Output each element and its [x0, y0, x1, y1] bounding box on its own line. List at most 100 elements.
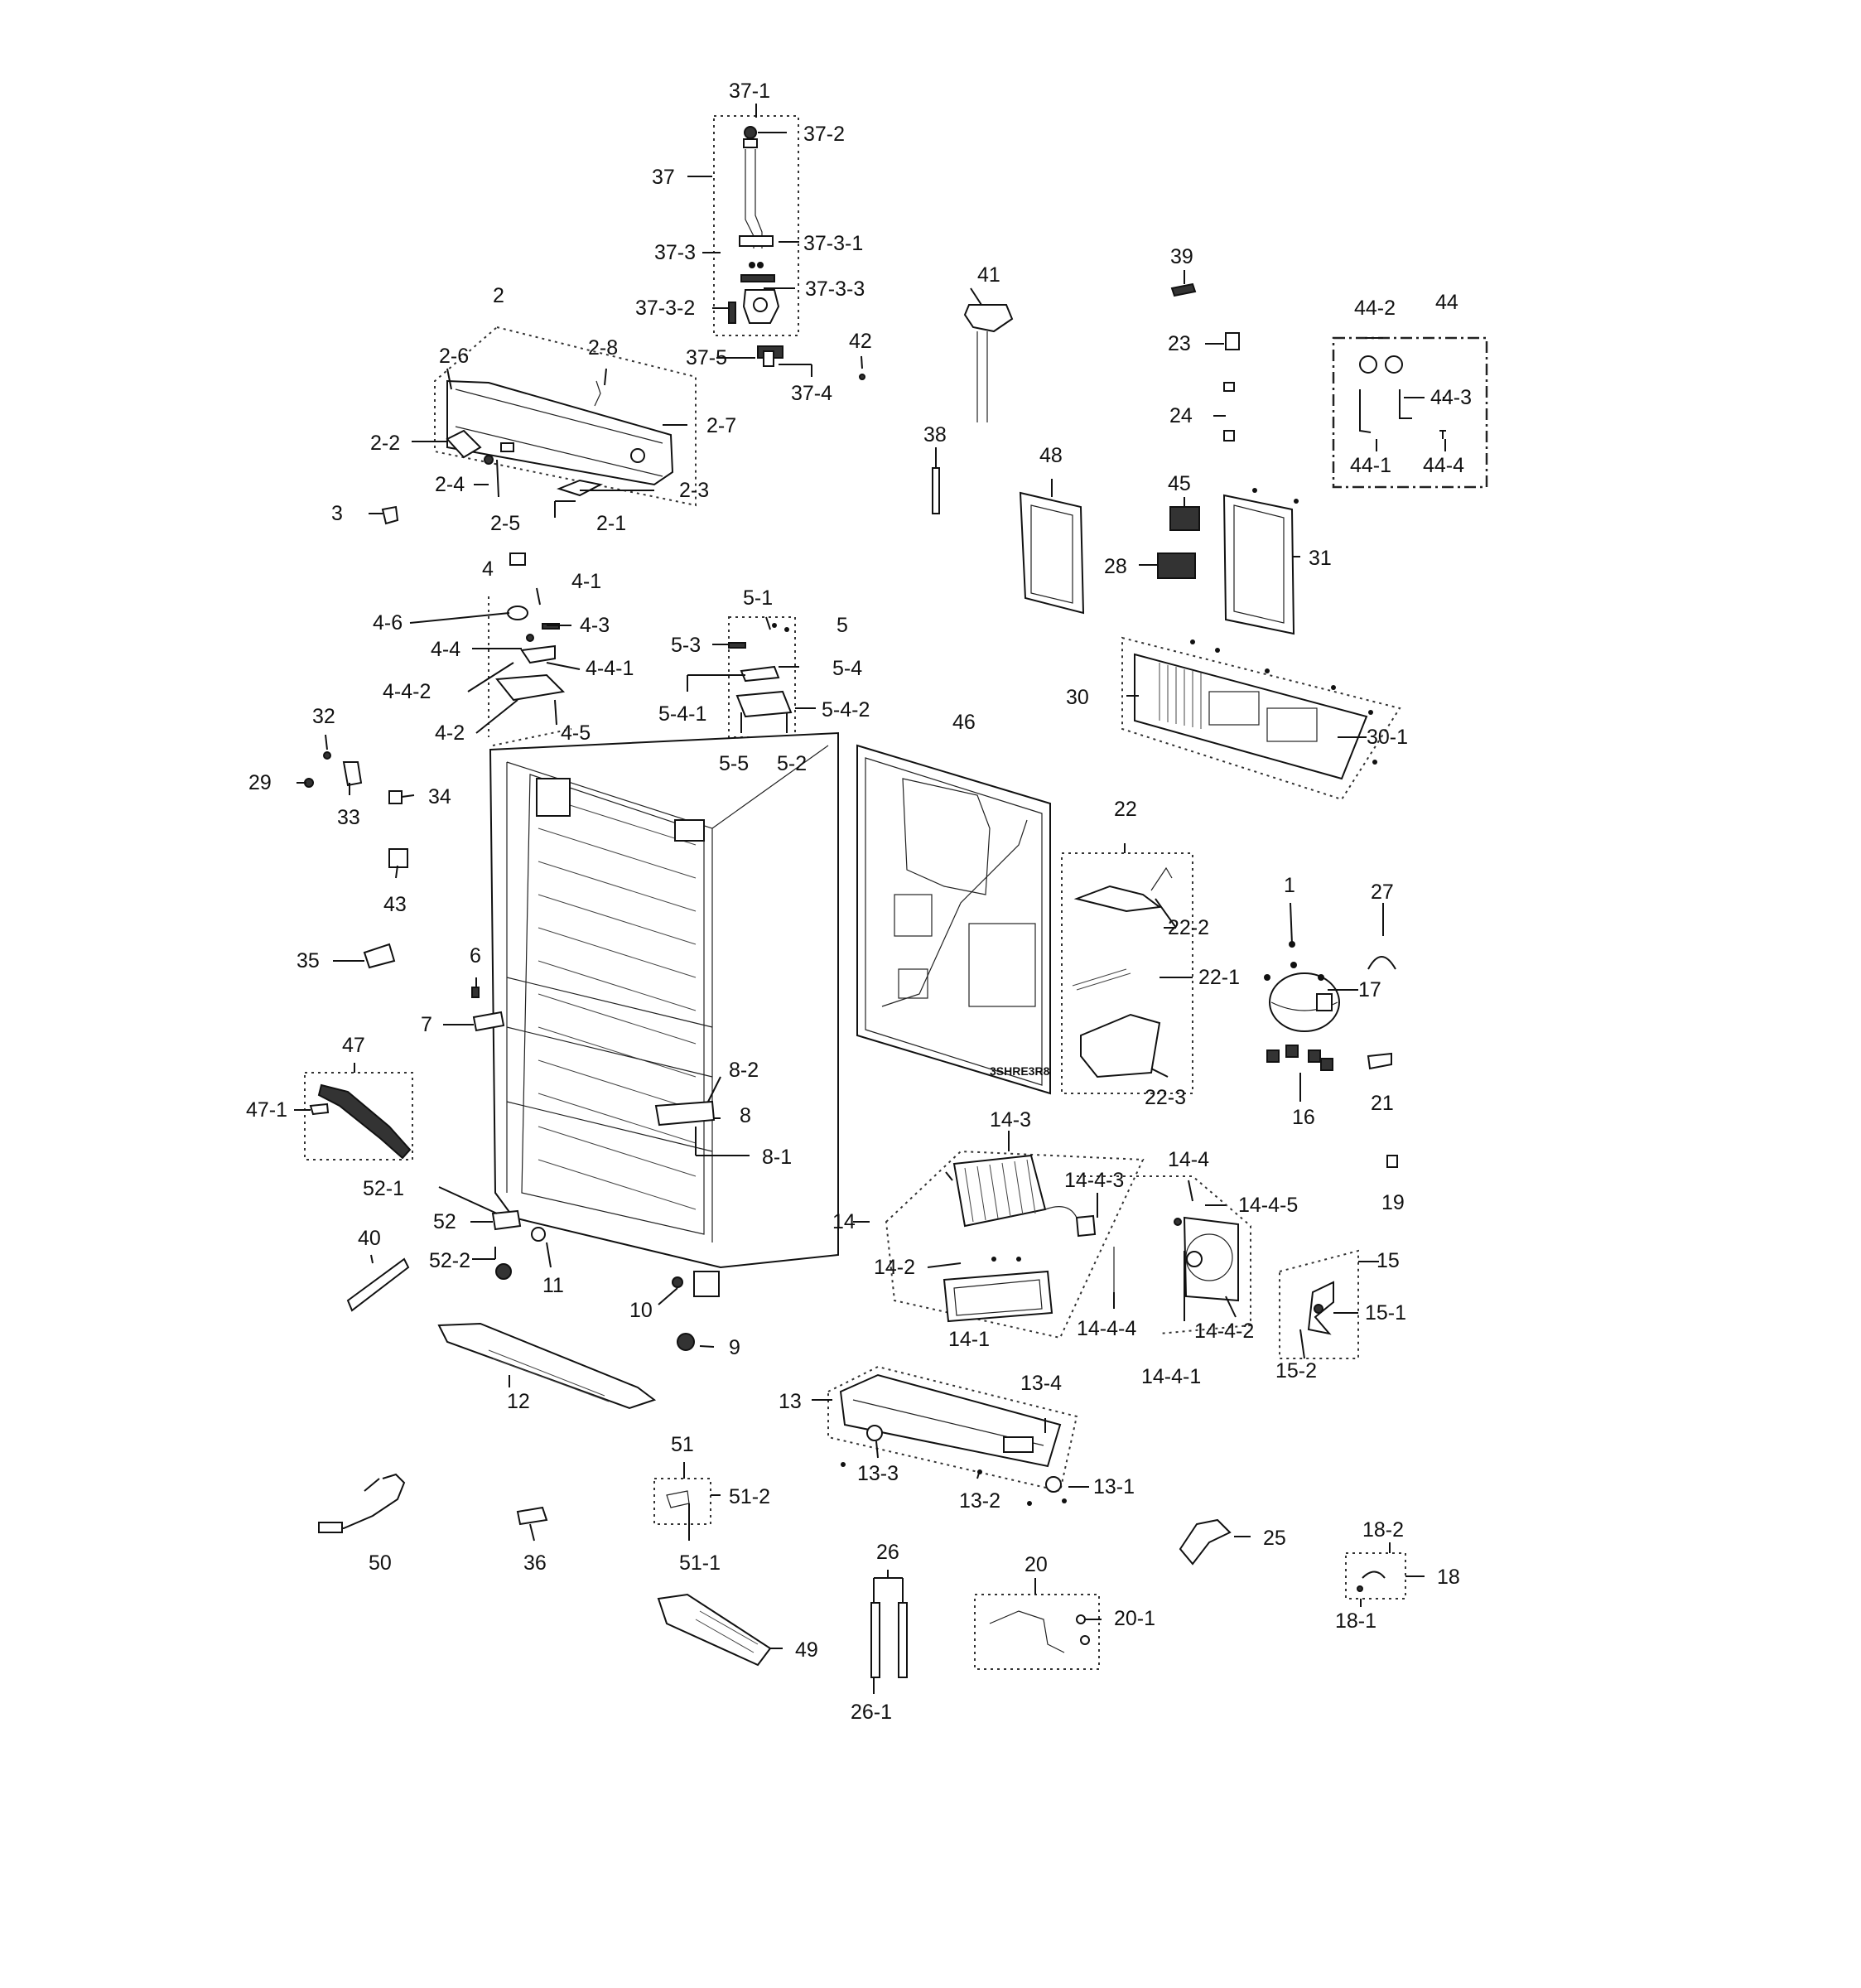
label-37-2: 37-2	[803, 123, 845, 146]
label-52-1: 52-1	[363, 1177, 404, 1200]
label-18-2: 18-2	[1362, 1518, 1404, 1542]
label-10: 10	[629, 1299, 653, 1322]
label-22-1: 22-1	[1198, 966, 1240, 989]
label-14-4-2: 14-4-2	[1194, 1320, 1254, 1343]
bottom-misc-parts	[318, 1473, 1406, 1678]
label-22: 22	[1114, 798, 1137, 821]
label-20-1: 20-1	[1114, 1607, 1155, 1630]
label-4-4-2: 4-4-2	[383, 680, 431, 703]
label-39: 39	[1170, 245, 1193, 268]
label-38: 38	[923, 423, 947, 446]
label-14-4-4: 14-4-4	[1077, 1317, 1136, 1340]
label-41: 41	[977, 263, 1000, 287]
label-35: 35	[297, 949, 320, 972]
label-14: 14	[832, 1210, 856, 1233]
label-2-2: 2-2	[370, 432, 400, 455]
label-8-2: 8-2	[729, 1059, 759, 1082]
bottom-plate-13	[827, 1365, 1078, 1506]
label-9: 9	[729, 1336, 740, 1359]
label-4: 4	[482, 557, 494, 581]
bottom-left-parts	[346, 1209, 720, 1410]
upper-sensors	[859, 282, 1240, 514]
label-18-1: 18-1	[1335, 1609, 1376, 1633]
label-13-1: 13-1	[1093, 1475, 1135, 1498]
label-47-1: 47-1	[246, 1098, 287, 1122]
label-23: 23	[1168, 332, 1191, 355]
label-20: 20	[1025, 1553, 1048, 1576]
label-44-3: 44-3	[1430, 386, 1472, 409]
label-51-2: 51-2	[729, 1485, 770, 1508]
label-14-4-3: 14-4-3	[1064, 1169, 1124, 1192]
label-18: 18	[1437, 1566, 1460, 1589]
label-40: 40	[358, 1227, 381, 1250]
label-13-4: 13-4	[1020, 1372, 1062, 1395]
label-8-1: 8-1	[762, 1146, 792, 1169]
label-44: 44	[1435, 291, 1458, 314]
label-49: 49	[795, 1638, 818, 1662]
label-27: 27	[1371, 881, 1394, 904]
bracket-3	[381, 505, 399, 525]
label-4-4: 4-4	[431, 638, 460, 661]
label-33: 33	[337, 806, 360, 829]
label-13: 13	[779, 1390, 802, 1413]
label-4-3: 4-3	[580, 614, 610, 637]
label-21: 21	[1371, 1092, 1394, 1115]
callout-labels: 1 2 2-1 2-2 2-3 2-4 2-5 2-6 2-7 2-8 3 4 …	[246, 80, 1472, 1724]
rail-7	[472, 1011, 505, 1032]
part-6	[471, 987, 480, 998]
label-5: 5	[836, 614, 848, 637]
panel-text: 3SHRE3R8	[990, 1064, 1050, 1078]
label-43: 43	[383, 893, 407, 916]
label-29: 29	[248, 771, 272, 794]
label-25: 25	[1263, 1527, 1286, 1550]
leader-lines	[294, 104, 1446, 1694]
label-2-8: 2-8	[588, 336, 618, 359]
label-4-2: 4-2	[435, 721, 465, 745]
fan-15	[1279, 1249, 1359, 1359]
label-22-2: 22-2	[1168, 916, 1209, 939]
label-4-6: 4-6	[373, 611, 403, 635]
label-37: 37	[652, 166, 675, 189]
panel-30	[1121, 636, 1401, 801]
label-4-4-1: 4-4-1	[586, 657, 634, 680]
label-5-4: 5-4	[832, 657, 862, 680]
hinge-5	[728, 616, 796, 738]
label-51: 51	[671, 1433, 694, 1456]
label-2-3: 2-3	[679, 479, 709, 502]
label-14-4-1: 14-4-1	[1141, 1365, 1201, 1388]
label-48: 48	[1039, 444, 1063, 467]
label-11: 11	[542, 1274, 564, 1297]
label-30-1: 30-1	[1367, 726, 1408, 749]
label-22-3: 22-3	[1145, 1086, 1186, 1109]
label-13-2: 13-2	[959, 1489, 1000, 1513]
label-34: 34	[428, 785, 451, 808]
label-5-2: 5-2	[777, 752, 807, 775]
label-52-2: 52-2	[429, 1249, 470, 1272]
label-6: 6	[470, 944, 481, 967]
label-5-5: 5-5	[719, 752, 749, 775]
duct-47	[304, 1072, 413, 1160]
label-16: 16	[1292, 1106, 1315, 1129]
water-line-assembly-37	[713, 115, 799, 367]
label-32: 32	[312, 705, 335, 728]
label-36: 36	[523, 1551, 547, 1575]
label-2-1: 2-1	[596, 512, 626, 535]
label-52: 52	[433, 1210, 456, 1233]
label-5-1: 5-1	[743, 586, 773, 610]
label-14-4: 14-4	[1168, 1148, 1209, 1171]
label-19: 19	[1381, 1191, 1405, 1214]
label-13-3: 13-3	[857, 1462, 899, 1485]
label-5-4-2: 5-4-2	[822, 698, 870, 721]
label-7: 7	[421, 1013, 432, 1036]
label-37-3: 37-3	[654, 241, 696, 264]
label-4-1: 4-1	[571, 570, 601, 593]
cabinet-body	[489, 731, 839, 1269]
label-44-2: 44-2	[1354, 297, 1396, 320]
label-14-4-5: 14-4-5	[1238, 1194, 1298, 1217]
label-37-1: 37-1	[729, 80, 770, 103]
rail-8	[654, 1100, 716, 1127]
label-14-2: 14-2	[874, 1256, 915, 1279]
back-panel-46: 3SHRE3R8	[856, 744, 1051, 1095]
label-15: 15	[1376, 1249, 1400, 1272]
